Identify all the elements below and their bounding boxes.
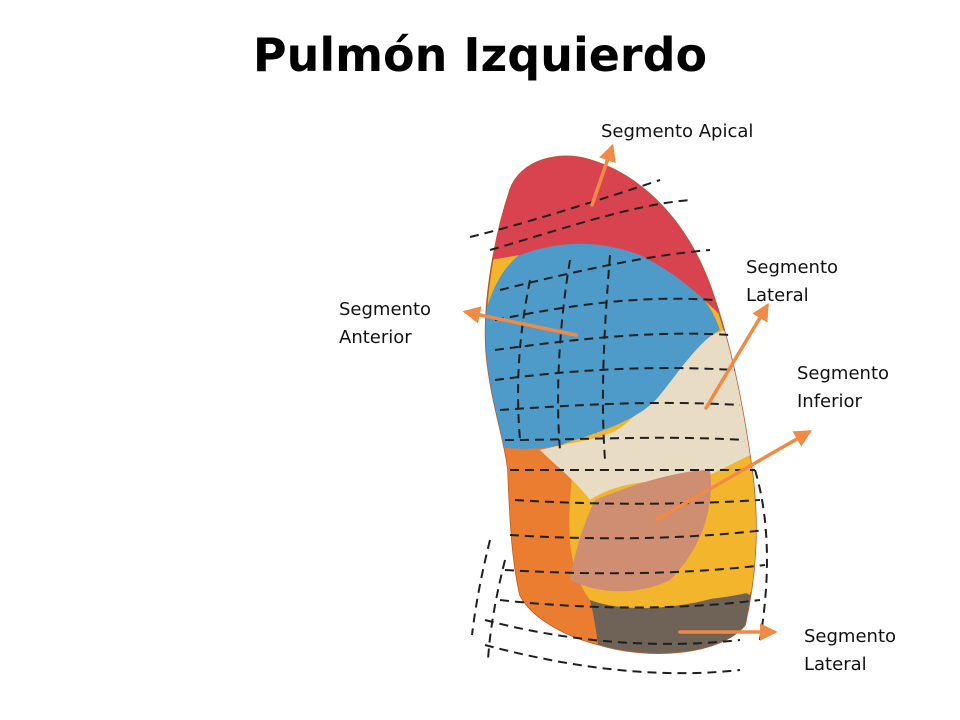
label-line: Segmento bbox=[804, 626, 897, 647]
lung-body bbox=[469, 155, 768, 675]
label-segmento-inferior: Segmento Inferior bbox=[797, 360, 889, 416]
label-segmento-lateral-lower: Segmento Lateral bbox=[804, 623, 896, 679]
label-segmento-apical: Segmento Apical bbox=[601, 118, 753, 146]
page-title: Pulmón Izquierdo bbox=[252, 28, 708, 82]
region-apical bbox=[490, 156, 725, 320]
annotation-arrows bbox=[462, 143, 813, 641]
label-segmento-anterior: Segmento Anterior bbox=[339, 296, 431, 352]
region-inferior bbox=[570, 470, 711, 592]
dashed-lines bbox=[469, 179, 768, 675]
label-line: Segmento bbox=[797, 363, 890, 384]
region-posterior bbox=[590, 590, 756, 654]
arrow-apical bbox=[590, 143, 616, 207]
label-line: Segmento bbox=[746, 257, 839, 278]
label-line: Segmento bbox=[339, 299, 432, 320]
arrow-inferior bbox=[654, 430, 813, 522]
label-segmento-lateral-upper: Segmento Lateral bbox=[746, 254, 838, 310]
label-line: Anterior bbox=[339, 327, 412, 348]
label-line: Lateral bbox=[746, 285, 809, 306]
label-line: Lateral bbox=[804, 654, 867, 675]
label-line: Inferior bbox=[797, 391, 862, 412]
arrow-lateral-upper bbox=[704, 302, 769, 410]
region-anterior bbox=[485, 236, 720, 449]
label-line: Segmento Apical bbox=[601, 121, 754, 142]
arrow-anterior bbox=[462, 306, 578, 337]
region-lingular bbox=[540, 330, 756, 500]
